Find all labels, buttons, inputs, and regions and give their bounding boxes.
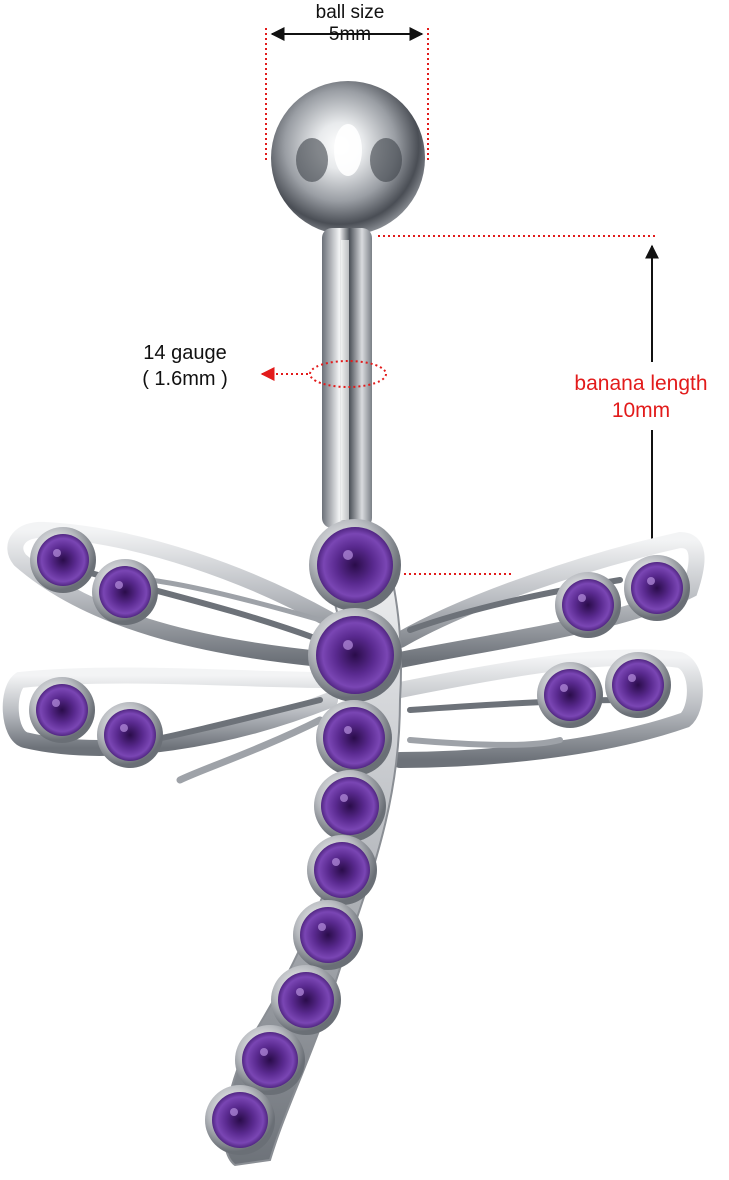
ball-size-label: ball size: [315, 2, 385, 23]
banana-length-label: banana length: [574, 372, 708, 395]
ball-size-value: 5mm: [328, 24, 372, 45]
gauge-dimension: [260, 360, 387, 388]
gauge-value: ( 1.6mm ): [142, 368, 228, 390]
banana-length-dimension: [378, 235, 659, 575]
top-ball: [271, 81, 425, 235]
banana-length-value: 10mm: [611, 399, 671, 422]
gem-sparkles: [52, 549, 655, 1116]
ball-size-dimension: [265, 27, 429, 160]
curved-bar: [322, 228, 372, 528]
gem-settings: [29, 519, 690, 1155]
gauge-label: 14 gauge: [143, 342, 227, 364]
